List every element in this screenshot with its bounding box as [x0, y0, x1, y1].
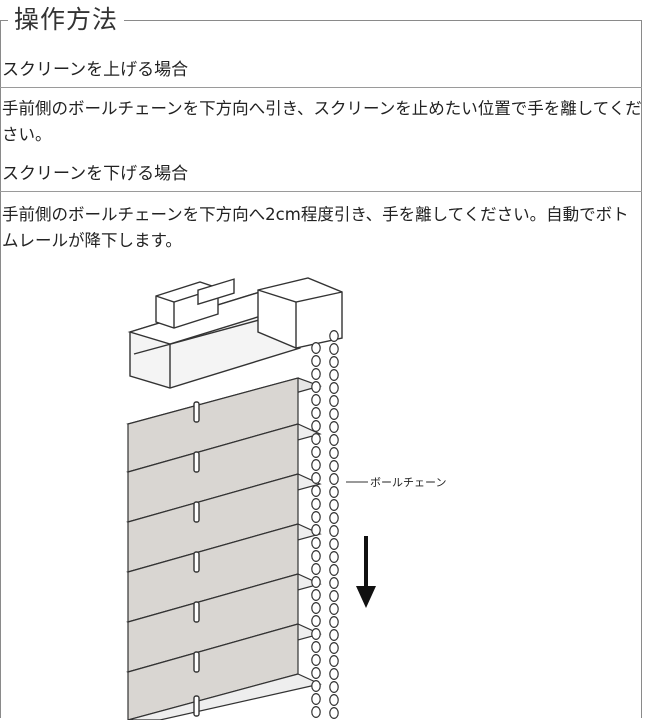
chain-bead: [329, 629, 339, 642]
chain-bead: [329, 551, 339, 564]
chain-bead: [311, 472, 321, 485]
chain-bead: [311, 524, 321, 537]
chain-bead: [329, 590, 339, 603]
section-heading-raise: スクリーンを上げる場合: [2, 60, 189, 80]
section-divider: [0, 87, 642, 88]
chain-bead: [329, 538, 339, 551]
chain-bead: [329, 486, 339, 499]
content-frame: [0, 20, 642, 718]
chain-bead: [311, 485, 321, 498]
chain-bead: [329, 460, 339, 473]
chain-bead: [311, 589, 321, 602]
callout-label: ボールチェーン: [370, 476, 446, 489]
ball-chain: [311, 329, 339, 720]
chain-bead: [311, 393, 321, 406]
chain-bead: [329, 421, 339, 434]
chain-bead: [329, 394, 339, 407]
chain-bead: [329, 694, 339, 707]
page-title: 操作方法: [8, 2, 125, 38]
chain-bead: [311, 654, 321, 667]
chain-bead: [329, 681, 339, 694]
chain-bead: [311, 354, 321, 367]
chain-bead: [311, 615, 321, 628]
chain-bead: [311, 563, 321, 576]
chain-bead: [329, 447, 339, 460]
chain-bead: [329, 655, 339, 668]
chain-bead: [329, 642, 339, 655]
chain-bead: [311, 641, 321, 654]
chain-bead: [329, 564, 339, 577]
chain-bead: [329, 525, 339, 538]
chain-bead: [329, 329, 339, 342]
chain-bead: [311, 420, 321, 433]
chain-bead: [311, 628, 321, 641]
chain-bead: [311, 576, 321, 589]
chain-bead: [329, 473, 339, 486]
chain-bead: [311, 680, 321, 693]
section-body-raise: 手前側のボールチェーンを下方向へ引き、スクリーンを止めたい位置で手を離してくださ…: [2, 99, 642, 144]
chain-bead: [329, 668, 339, 681]
chain-bead: [329, 603, 339, 616]
chain-bead: [329, 355, 339, 368]
chain-bead: [329, 342, 339, 355]
chain-bead: [311, 433, 321, 446]
chain-bead: [311, 341, 321, 354]
chain-bead: [329, 368, 339, 381]
chain-bead: [311, 667, 321, 680]
section-divider: [0, 191, 642, 192]
chain-bead: [311, 511, 321, 524]
chain-bead: [311, 537, 321, 550]
chain-bead: [311, 550, 321, 563]
chain-bead: [311, 446, 321, 459]
chain-bead: [329, 512, 339, 525]
chain-bead: [329, 499, 339, 512]
blind-slats: [126, 377, 322, 721]
chain-bead: [329, 434, 339, 447]
chain-bead: [311, 459, 321, 472]
chain-bead: [311, 498, 321, 511]
chain-bead: [329, 616, 339, 629]
chain-bead: [311, 380, 321, 393]
chain-bead: [311, 367, 321, 380]
chain-bead: [311, 706, 321, 719]
chain-bead: [311, 693, 321, 706]
chain-bead: [329, 707, 339, 720]
down-arrow-icon: [356, 536, 376, 608]
chain-bead: [311, 602, 321, 615]
chain-bead: [329, 408, 339, 421]
ladder-cords: [193, 401, 200, 717]
chain-bead: [311, 407, 321, 420]
section-body-lower: 手前側のボールチェーンを下方向へ2cm程度引き、手を離してください。自動でボトム…: [2, 205, 629, 250]
section-heading-lower: スクリーンを下げる場合: [2, 164, 189, 184]
chain-bead: [329, 577, 339, 590]
chain-bead: [329, 381, 339, 394]
blind-illustration: ボールチェーン: [120, 274, 480, 721]
head-rail: [127, 277, 343, 389]
